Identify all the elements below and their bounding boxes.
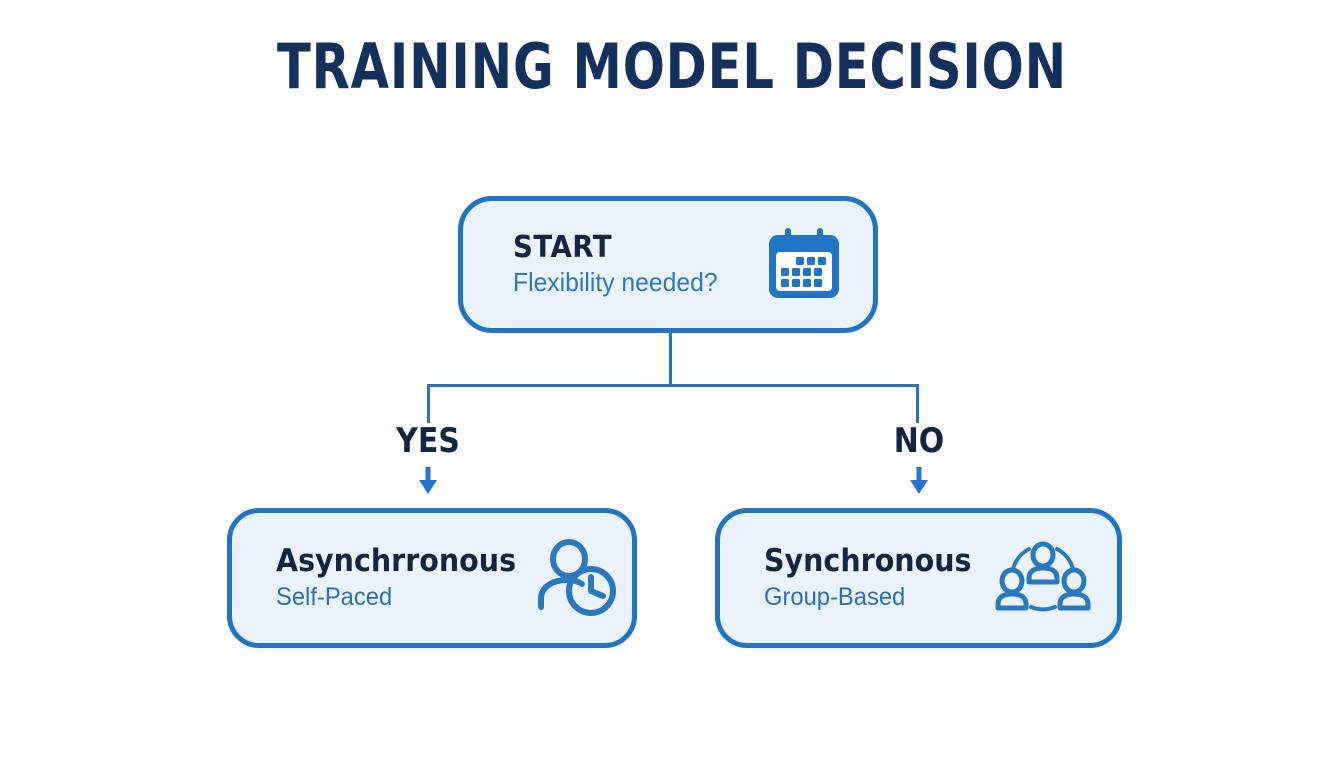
connector-stub-yes: [427, 384, 430, 423]
node-async-title: Asynchrronous: [276, 543, 517, 580]
connector-trunk: [669, 332, 672, 387]
connector-stub-no: [916, 384, 919, 423]
arrow-down-icon: [859, 467, 979, 497]
node-start-text: START Flexibility needed?: [513, 231, 728, 299]
node-start-title: START: [513, 229, 613, 265]
node-async-subtitle: Self-Paced: [276, 582, 393, 611]
branch-yes: YES: [368, 424, 488, 497]
outcome-node-asynchronous[interactable]: Asynchrronous Self-Paced: [227, 508, 637, 648]
calendar-icon: [765, 227, 843, 302]
decision-node-start[interactable]: START Flexibility needed?: [458, 196, 878, 333]
person-clock-icon: [537, 539, 617, 617]
arrow-down-icon: [368, 467, 488, 497]
people-group-icon: [995, 541, 1091, 615]
branch-no: NO: [859, 424, 979, 497]
node-sync-text: Synchronous Group-Based: [764, 544, 990, 612]
outcome-node-synchronous[interactable]: Synchronous Group-Based: [715, 508, 1122, 648]
node-start-subtitle: Flexibility needed?: [513, 267, 718, 298]
branch-yes-label: YES: [396, 421, 460, 461]
branch-no-label: NO: [893, 421, 945, 461]
connector-branch-horizontal: [427, 384, 919, 387]
node-sync-title: Synchronous: [764, 543, 972, 580]
page-title: TRAINING MODEL DECISION: [277, 30, 1067, 103]
node-sync-subtitle: Group-Based: [764, 582, 906, 611]
node-async-text: Asynchrronous Self-Paced: [276, 544, 537, 612]
